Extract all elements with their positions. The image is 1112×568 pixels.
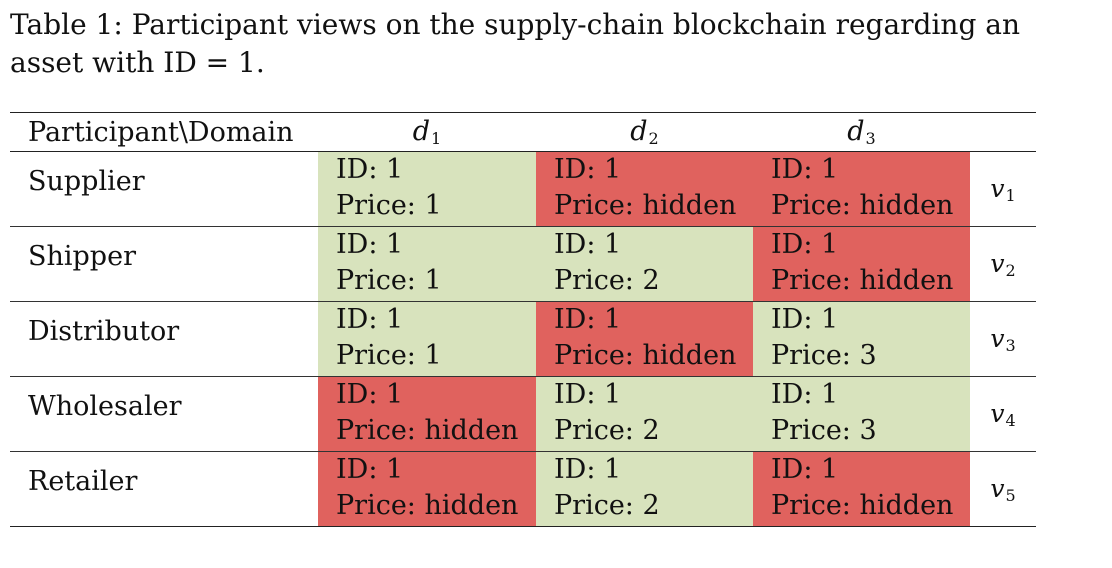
domain-cell-1: ID: 1 Price: hidden [318,451,536,527]
caption-text: Participant views on the supply-chain bl… [10,8,1021,79]
domain-cell-2: ID: 1 Price: 2 [536,451,753,527]
view-label: v5 [970,451,1036,527]
cell-price: Price: hidden [771,490,954,521]
view-label: v3 [970,301,1036,377]
cell-price: Price: 2 [554,415,660,446]
cell-id: ID: 1 [554,229,622,260]
domain-header-3: d3 [753,112,970,152]
domain-header-2: d2 [536,112,753,152]
header-row: Participant\Domain d1 d2 d3 [10,112,1036,152]
cell-id: ID: 1 [336,304,404,335]
domain-cell-1: ID: 1 Price: hidden [318,376,536,452]
cell-price: Price: 3 [771,340,877,371]
domain-cell-1: ID: 1 Price: 1 [318,151,536,227]
caption-label: Table 1: [10,8,123,41]
cell-price: Price: 1 [336,340,442,371]
view-label: v1 [990,173,1016,205]
view-label: v4 [970,376,1036,452]
table-row: Wholesaler ID: 1 Price: hidden ID: 1 Price: … [10,376,1036,452]
participant-name: Wholesaler [10,376,318,452]
domain-cell-2: ID: 1 Price: hidden [536,301,753,377]
view-header [970,112,1036,152]
cell-id: ID: 1 [336,379,404,410]
domain-cell-2: ID: 1 Price: 2 [536,376,753,452]
cell-id: ID: 1 [554,454,622,485]
domain-cell-1: ID: 1 Price: 1 [318,226,536,302]
cell-price: Price: 2 [554,490,660,521]
cell-price: Price: hidden [771,190,954,221]
domain-cell-2: ID: 1 Price: hidden [536,151,753,227]
cell-id: ID: 1 [771,454,839,485]
cell-price: Price: hidden [336,490,519,521]
table-row: Distributor ID: 1 Price: 1 ID: 1 Price: hidd… [10,301,1036,377]
participant-name: Retailer [10,451,318,527]
domain-header-1: d1 [318,112,536,152]
cell-price: Price: hidden [336,415,519,446]
domain-cell-1: ID: 1 Price: 1 [318,301,536,377]
corner-header: Participant\Domain [10,112,318,152]
table-row: Shipper ID: 1 Price: 1 ID: 1 Price: 2 ID: 1 Pr… [10,226,1036,302]
cell-id: ID: 1 [771,304,839,335]
domain-cell-3: ID: 1 Price: hidden [753,451,970,527]
cell-price: Price: hidden [771,265,954,296]
cell-id: ID: 1 [771,229,839,260]
cell-price: Price: 1 [336,265,442,296]
cell-id: ID: 1 [554,304,622,335]
cell-id: ID: 1 [554,154,622,185]
domain-cell-3: ID: 1 Price: 3 [753,301,970,377]
table-caption: Table 1: Participant views on the supply… [10,6,1100,82]
cell-id: ID: 1 [554,379,622,410]
cell-price: Price: 2 [554,265,660,296]
domain-cell-3: ID: 1 Price: hidden [753,226,970,302]
participant-name: Shipper [10,226,318,302]
cell-id: ID: 1 [336,229,404,260]
participant-name: Supplier [28,166,145,197]
domain-cell-3: ID: 1 Price: hidden [753,151,970,227]
participant-name: Distributor [10,301,318,377]
cell-price: Price: hidden [554,190,737,221]
cell-id: ID: 1 [336,454,404,485]
domain-cell-3: ID: 1 Price: 3 [753,376,970,452]
cell-id: ID: 1 [771,154,839,185]
cell-id: ID: 1 [336,154,404,185]
cell-price: Price: hidden [554,340,737,371]
cell-price: Price: 1 [336,190,442,221]
cell-price: Price: 3 [771,415,877,446]
cell-id: ID: 1 [771,379,839,410]
view-label: v2 [970,226,1036,302]
domain-cell-2: ID: 1 Price: 2 [536,226,753,302]
